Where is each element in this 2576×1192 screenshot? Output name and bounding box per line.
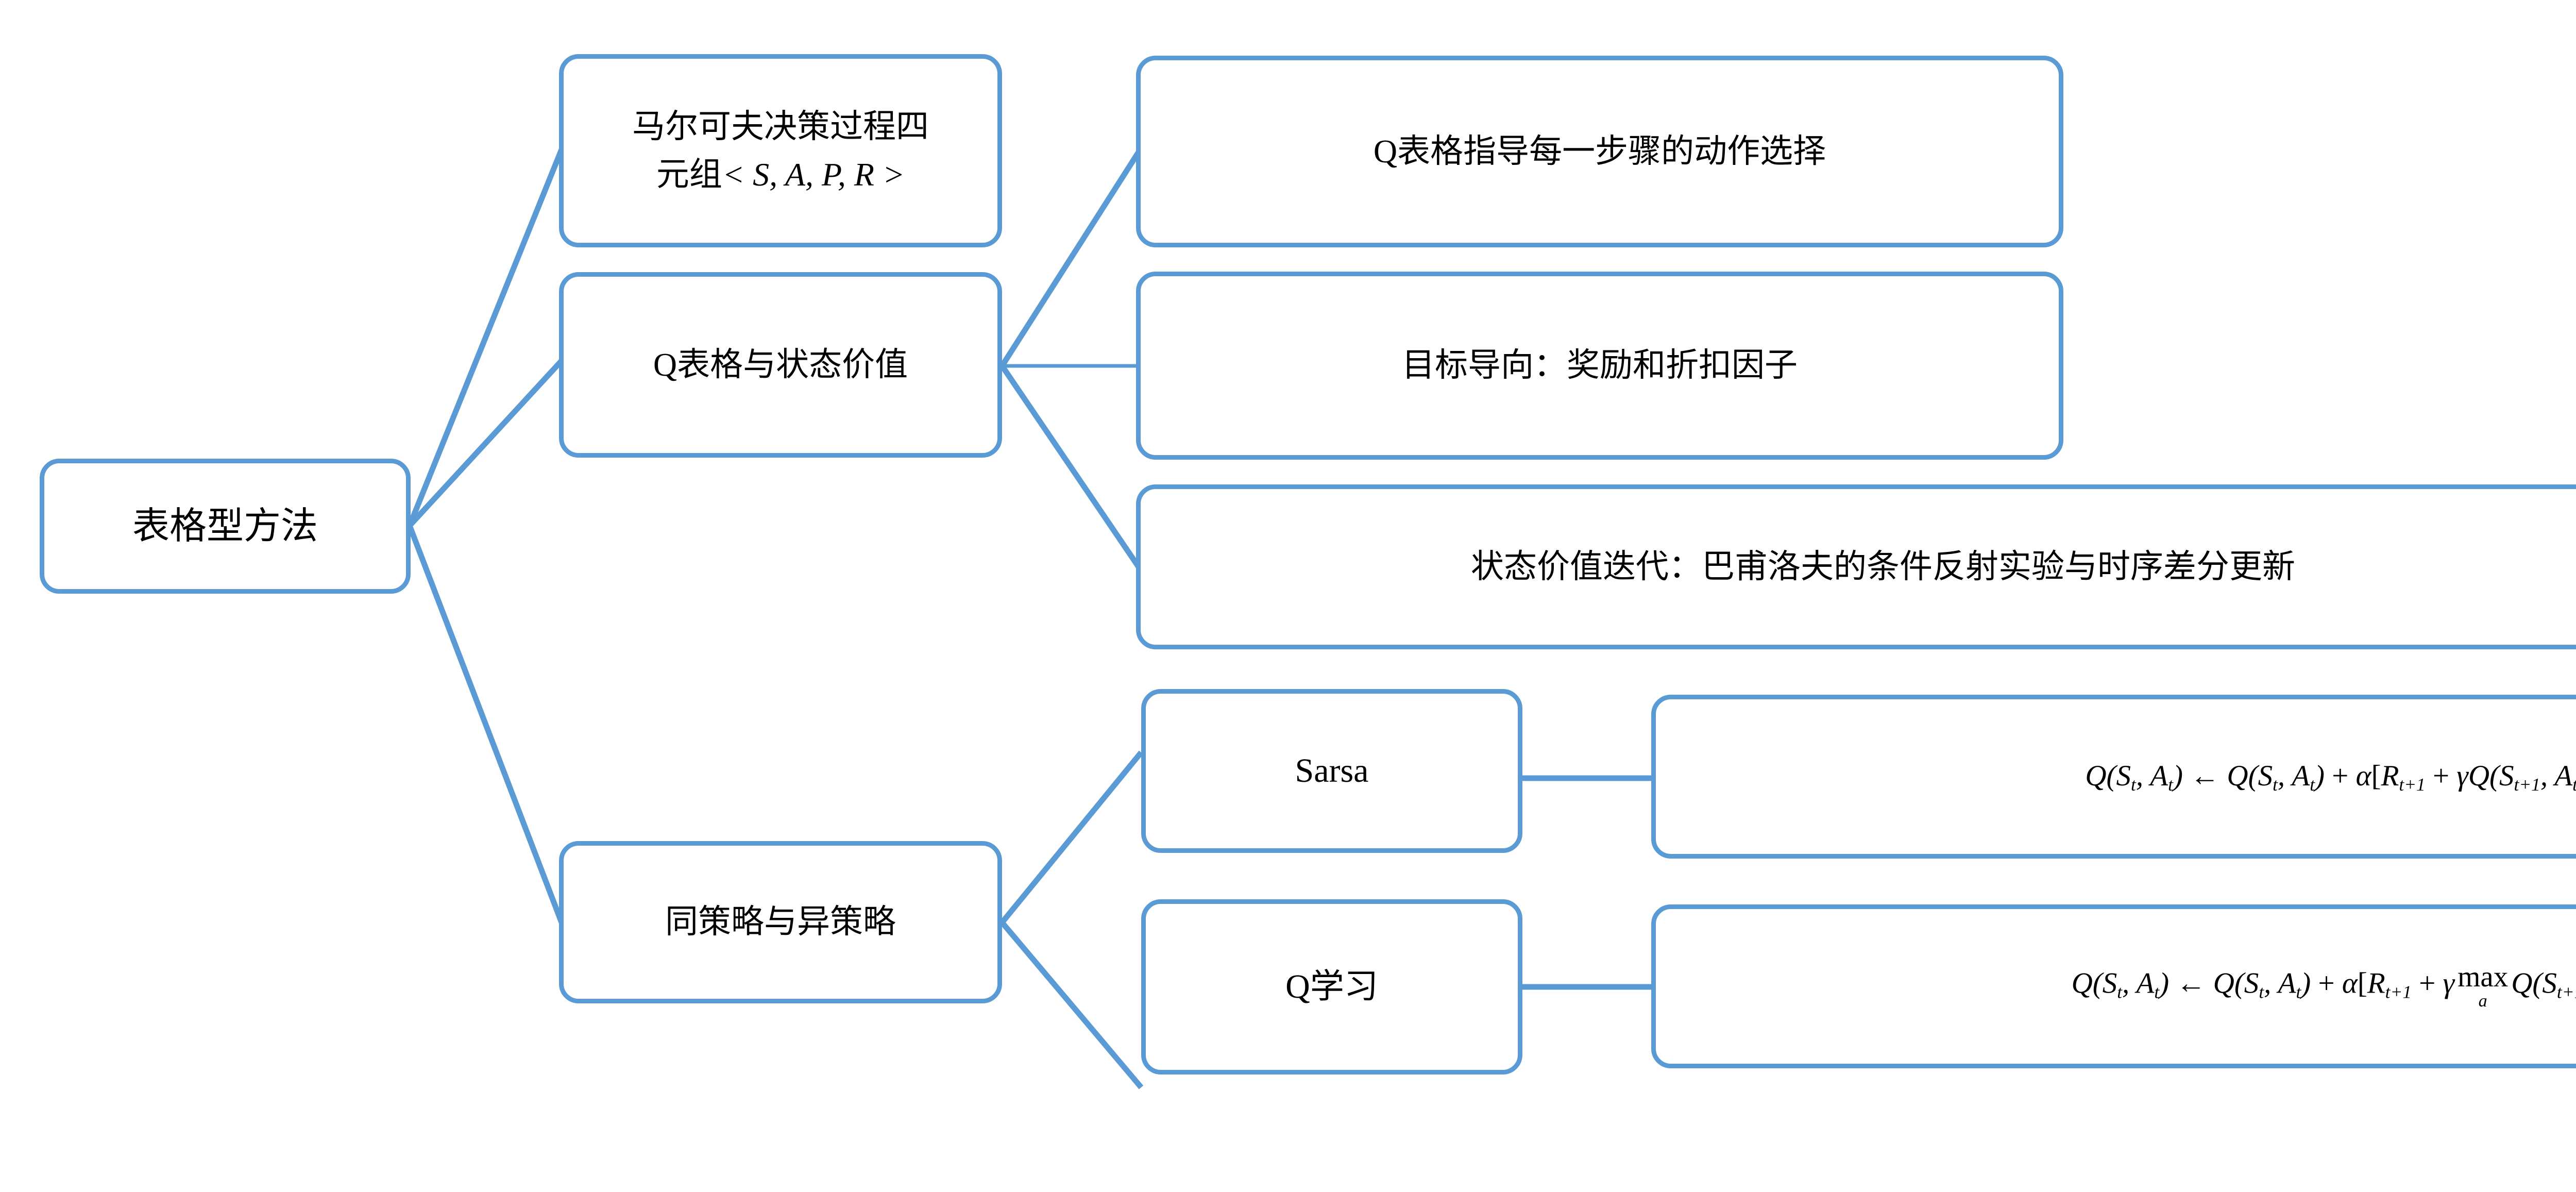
node-value-iter-label: 状态价值迭代：巴甫洛夫的条件反射实验与时序差分更新 xyxy=(1471,548,2295,585)
node-mdp-line2: 元组< S, A, P, R > xyxy=(656,156,905,193)
node-goal-oriented-label: 目标导向：奖励和折扣因子 xyxy=(1402,347,1798,384)
node-qtable-guides[interactable]: Q表格指导每一步骤的动作选择 xyxy=(1136,56,2063,247)
node-qlearning[interactable]: Q学习 xyxy=(1141,899,1522,1075)
node-sarsa-formula[interactable]: Q(St, At) ← Q(St, At) + α[Rt+1 + γQ(St+1… xyxy=(1651,695,2576,859)
node-sarsa-label: Sarsa xyxy=(1295,752,1369,790)
node-sarsa[interactable]: Sarsa xyxy=(1141,689,1522,853)
edge-qtable-to-valiter xyxy=(999,364,1141,569)
node-qtable[interactable]: Q表格与状态价值 xyxy=(559,272,1002,458)
node-goal-oriented[interactable]: 目标导向：奖励和折扣因子 xyxy=(1136,272,2063,460)
node-qlearning-label: Q学习 xyxy=(1285,968,1378,1006)
node-mdp-line1: 马尔可夫决策过程四 xyxy=(632,108,929,145)
sarsa-formula-expression: Q(St, At) ← Q(St, At) + α[Rt+1 + γQ(St+1… xyxy=(2085,760,2576,795)
node-value-iter[interactable]: 状态价值迭代：巴甫洛夫的条件反射实验与时序差分更新 xyxy=(1136,484,2576,649)
edge-onoffpol-to-qlearning xyxy=(999,920,1144,1089)
node-onoffpol-label: 同策略与异策略 xyxy=(665,903,896,941)
node-qtable-guides-label: Q表格指导每一步骤的动作选择 xyxy=(1373,132,1826,170)
node-mdp[interactable]: 马尔可夫决策过程四 元组< S, A, P, R > xyxy=(559,54,1002,247)
edge-qtable-to-guides xyxy=(999,150,1141,367)
edge-root-to-qtable xyxy=(407,359,564,528)
edge-root-to-onoffpol xyxy=(406,525,565,924)
node-qtable-label: Q表格与状态价值 xyxy=(653,346,908,383)
edge-root-to-mdp xyxy=(406,148,565,527)
node-root[interactable]: 表格型方法 xyxy=(40,459,411,594)
node-root-label: 表格型方法 xyxy=(132,505,318,547)
node-onoffpol[interactable]: 同策略与异策略 xyxy=(559,841,1002,1003)
node-mdp-label: 马尔可夫决策过程四 元组< S, A, P, R > xyxy=(573,103,988,199)
edge-onoffpol-to-sarsa xyxy=(999,750,1144,925)
